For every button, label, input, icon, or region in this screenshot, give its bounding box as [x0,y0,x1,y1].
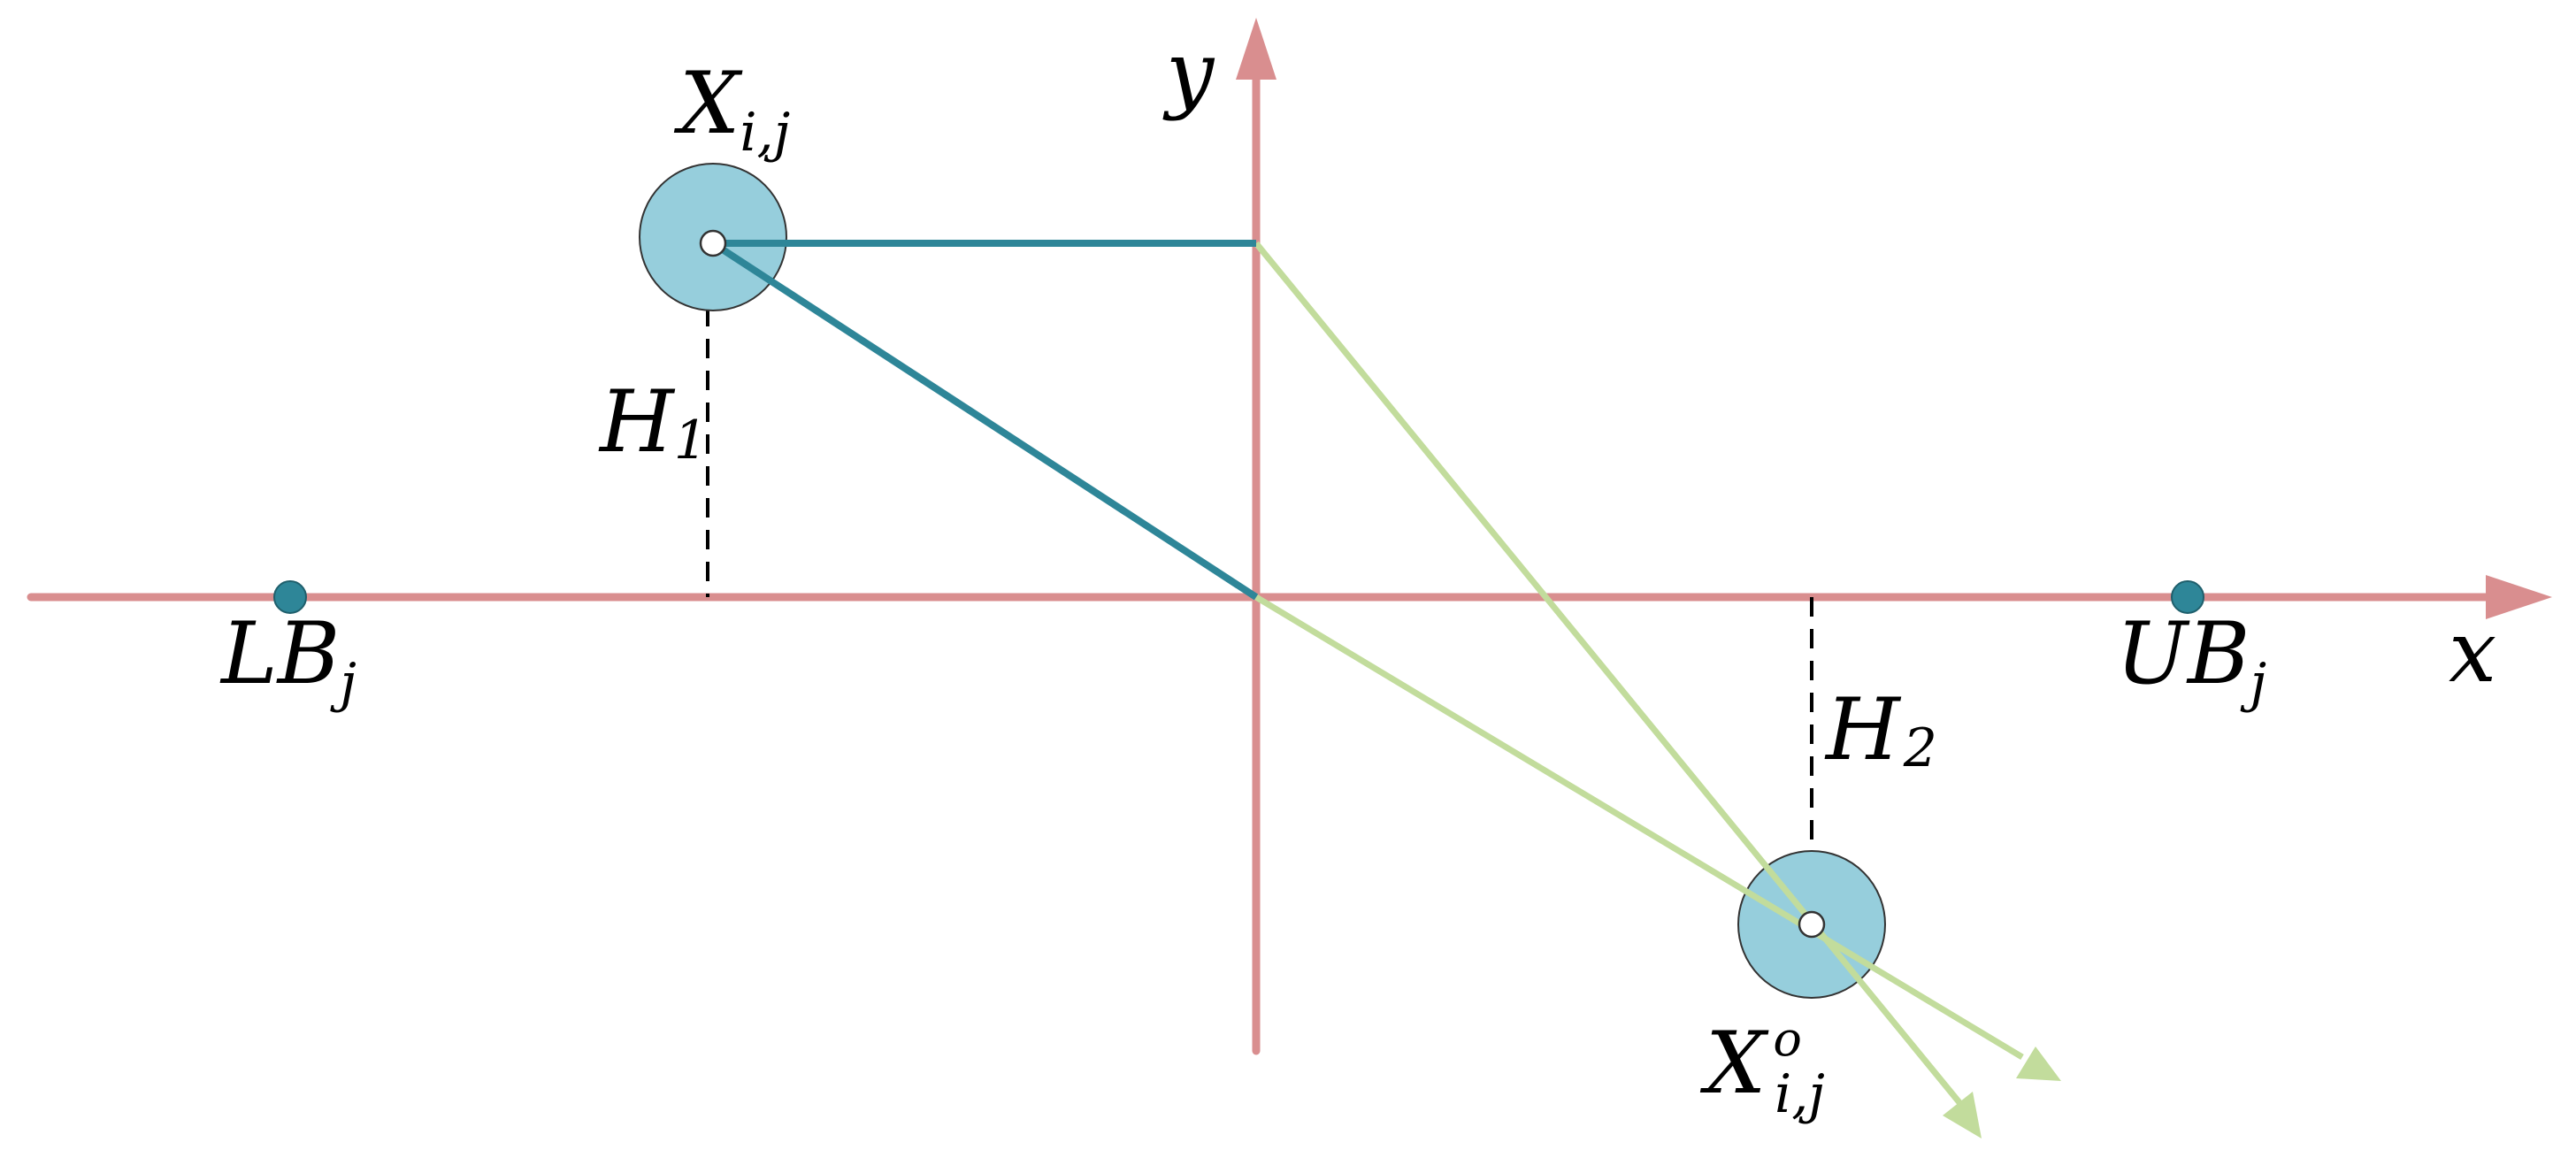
x-axis-arrowhead [2486,575,2552,619]
upper-bound-dot [2171,580,2204,614]
current-point-label: Xi,j [673,54,790,164]
lower-bound-label: LBj [219,604,356,714]
h2-label: H2 [1824,680,1937,779]
y-axis-label: y [1162,23,1215,122]
teal-diagonal-line [710,240,1259,601]
opposite-point-marker [1798,910,1826,939]
x-axis-label: x [2449,602,2496,702]
green-line-from-origin [1254,594,2024,1061]
h1-label: H1 [598,372,708,472]
lower-bound-dot [273,580,307,614]
green-arrowhead-2 [2016,1046,2061,1081]
green-line-from-y-axis [1254,241,1965,1108]
y-axis-arrowhead [1236,18,1276,80]
green-arrowhead-1 [1943,1092,1982,1138]
current-point-marker [699,229,727,257]
upper-bound-label: UBj [2116,604,2266,714]
